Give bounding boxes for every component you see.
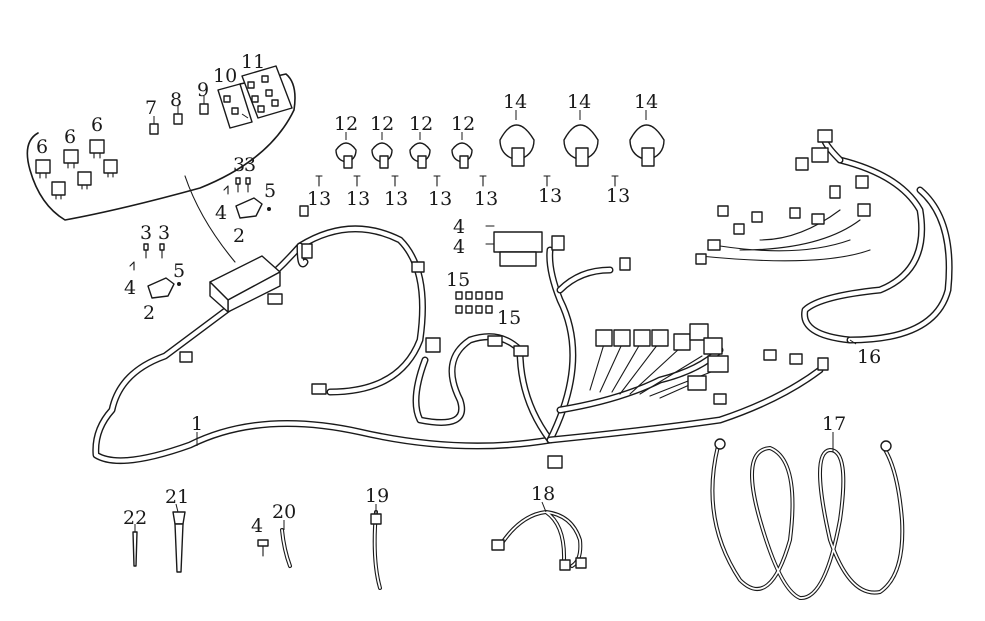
callout-4: 4 [251, 515, 263, 537]
rear-harness [695, 129, 953, 344]
clamp-14-group [499, 124, 665, 167]
callout-8: 8 [170, 89, 182, 111]
callout-13: 13 [307, 188, 331, 210]
callout-3: 3 [140, 222, 152, 244]
clamp-12-group [335, 142, 473, 169]
callout-4: 4 [215, 202, 227, 224]
callout-14: 14 [503, 91, 527, 113]
pin-15-group [455, 291, 503, 314]
callout-12: 12 [370, 113, 394, 135]
callout-13: 13 [346, 188, 370, 210]
callout-13: 13 [606, 185, 630, 207]
callout-12: 12 [451, 113, 475, 135]
callout-14: 14 [567, 91, 591, 113]
callout-11: 11 [241, 51, 265, 73]
callout-6: 6 [91, 114, 103, 136]
callout-13: 13 [428, 188, 452, 210]
cable-tie-22 [132, 531, 138, 567]
cable-19 [370, 510, 382, 590]
callout-5: 5 [264, 180, 276, 202]
callout-22: 22 [123, 507, 147, 529]
ground-wire-20 [257, 528, 292, 568]
callout-7: 7 [145, 97, 157, 119]
battery-cable [710, 438, 905, 600]
callout-3: 3 [158, 222, 170, 244]
callout-6: 6 [36, 136, 48, 158]
callout-12: 12 [334, 113, 358, 135]
callout-4: 4 [124, 277, 136, 299]
callout-12: 12 [409, 113, 433, 135]
harness-connectors [179, 205, 829, 469]
callout-labels: 1 2 2 3 3 3 3 4 4 4 4 4 5 5 6 6 6 7 8 9 … [36, 51, 881, 537]
callout-10: 10 [213, 65, 237, 87]
callout-5: 5 [173, 260, 185, 282]
callout-3: 3 [233, 154, 245, 176]
callout-20: 20 [272, 501, 296, 523]
callout-2: 2 [233, 225, 245, 247]
cable-tie-21 [172, 511, 186, 573]
callout-15: 15 [497, 307, 521, 329]
callout-4: 4 [453, 236, 465, 258]
connector-fan [589, 323, 729, 399]
callout-17: 17 [822, 413, 846, 435]
callout-3: 3 [244, 154, 256, 176]
callout-19: 19 [365, 485, 389, 507]
callout-15: 15 [446, 269, 470, 291]
callout-16: 16 [857, 346, 881, 368]
fuse-box-10-11 [217, 65, 293, 129]
sub-harness-18 [491, 510, 587, 571]
callout-14: 14 [634, 91, 658, 113]
small-part-7-8-9 [149, 96, 209, 135]
callout-13: 13 [384, 188, 408, 210]
leader-lines [134, 110, 857, 532]
callout-6: 6 [64, 126, 76, 148]
screw-13-group [315, 175, 619, 187]
callout-13: 13 [474, 188, 498, 210]
callout-18: 18 [531, 483, 555, 505]
relay-group [35, 139, 118, 200]
terminal-block [485, 225, 543, 267]
relay-inset-panel [26, 73, 296, 263]
callout-21: 21 [165, 486, 189, 508]
bracket-hardware-upper [223, 177, 271, 219]
callout-9: 9 [197, 79, 209, 101]
callout-4: 4 [453, 216, 465, 238]
bracket-hardware-lower [129, 243, 181, 299]
callout-1: 1 [191, 413, 203, 435]
ecu-box [209, 255, 281, 313]
callout-13: 13 [538, 185, 562, 207]
callout-2: 2 [143, 302, 155, 324]
